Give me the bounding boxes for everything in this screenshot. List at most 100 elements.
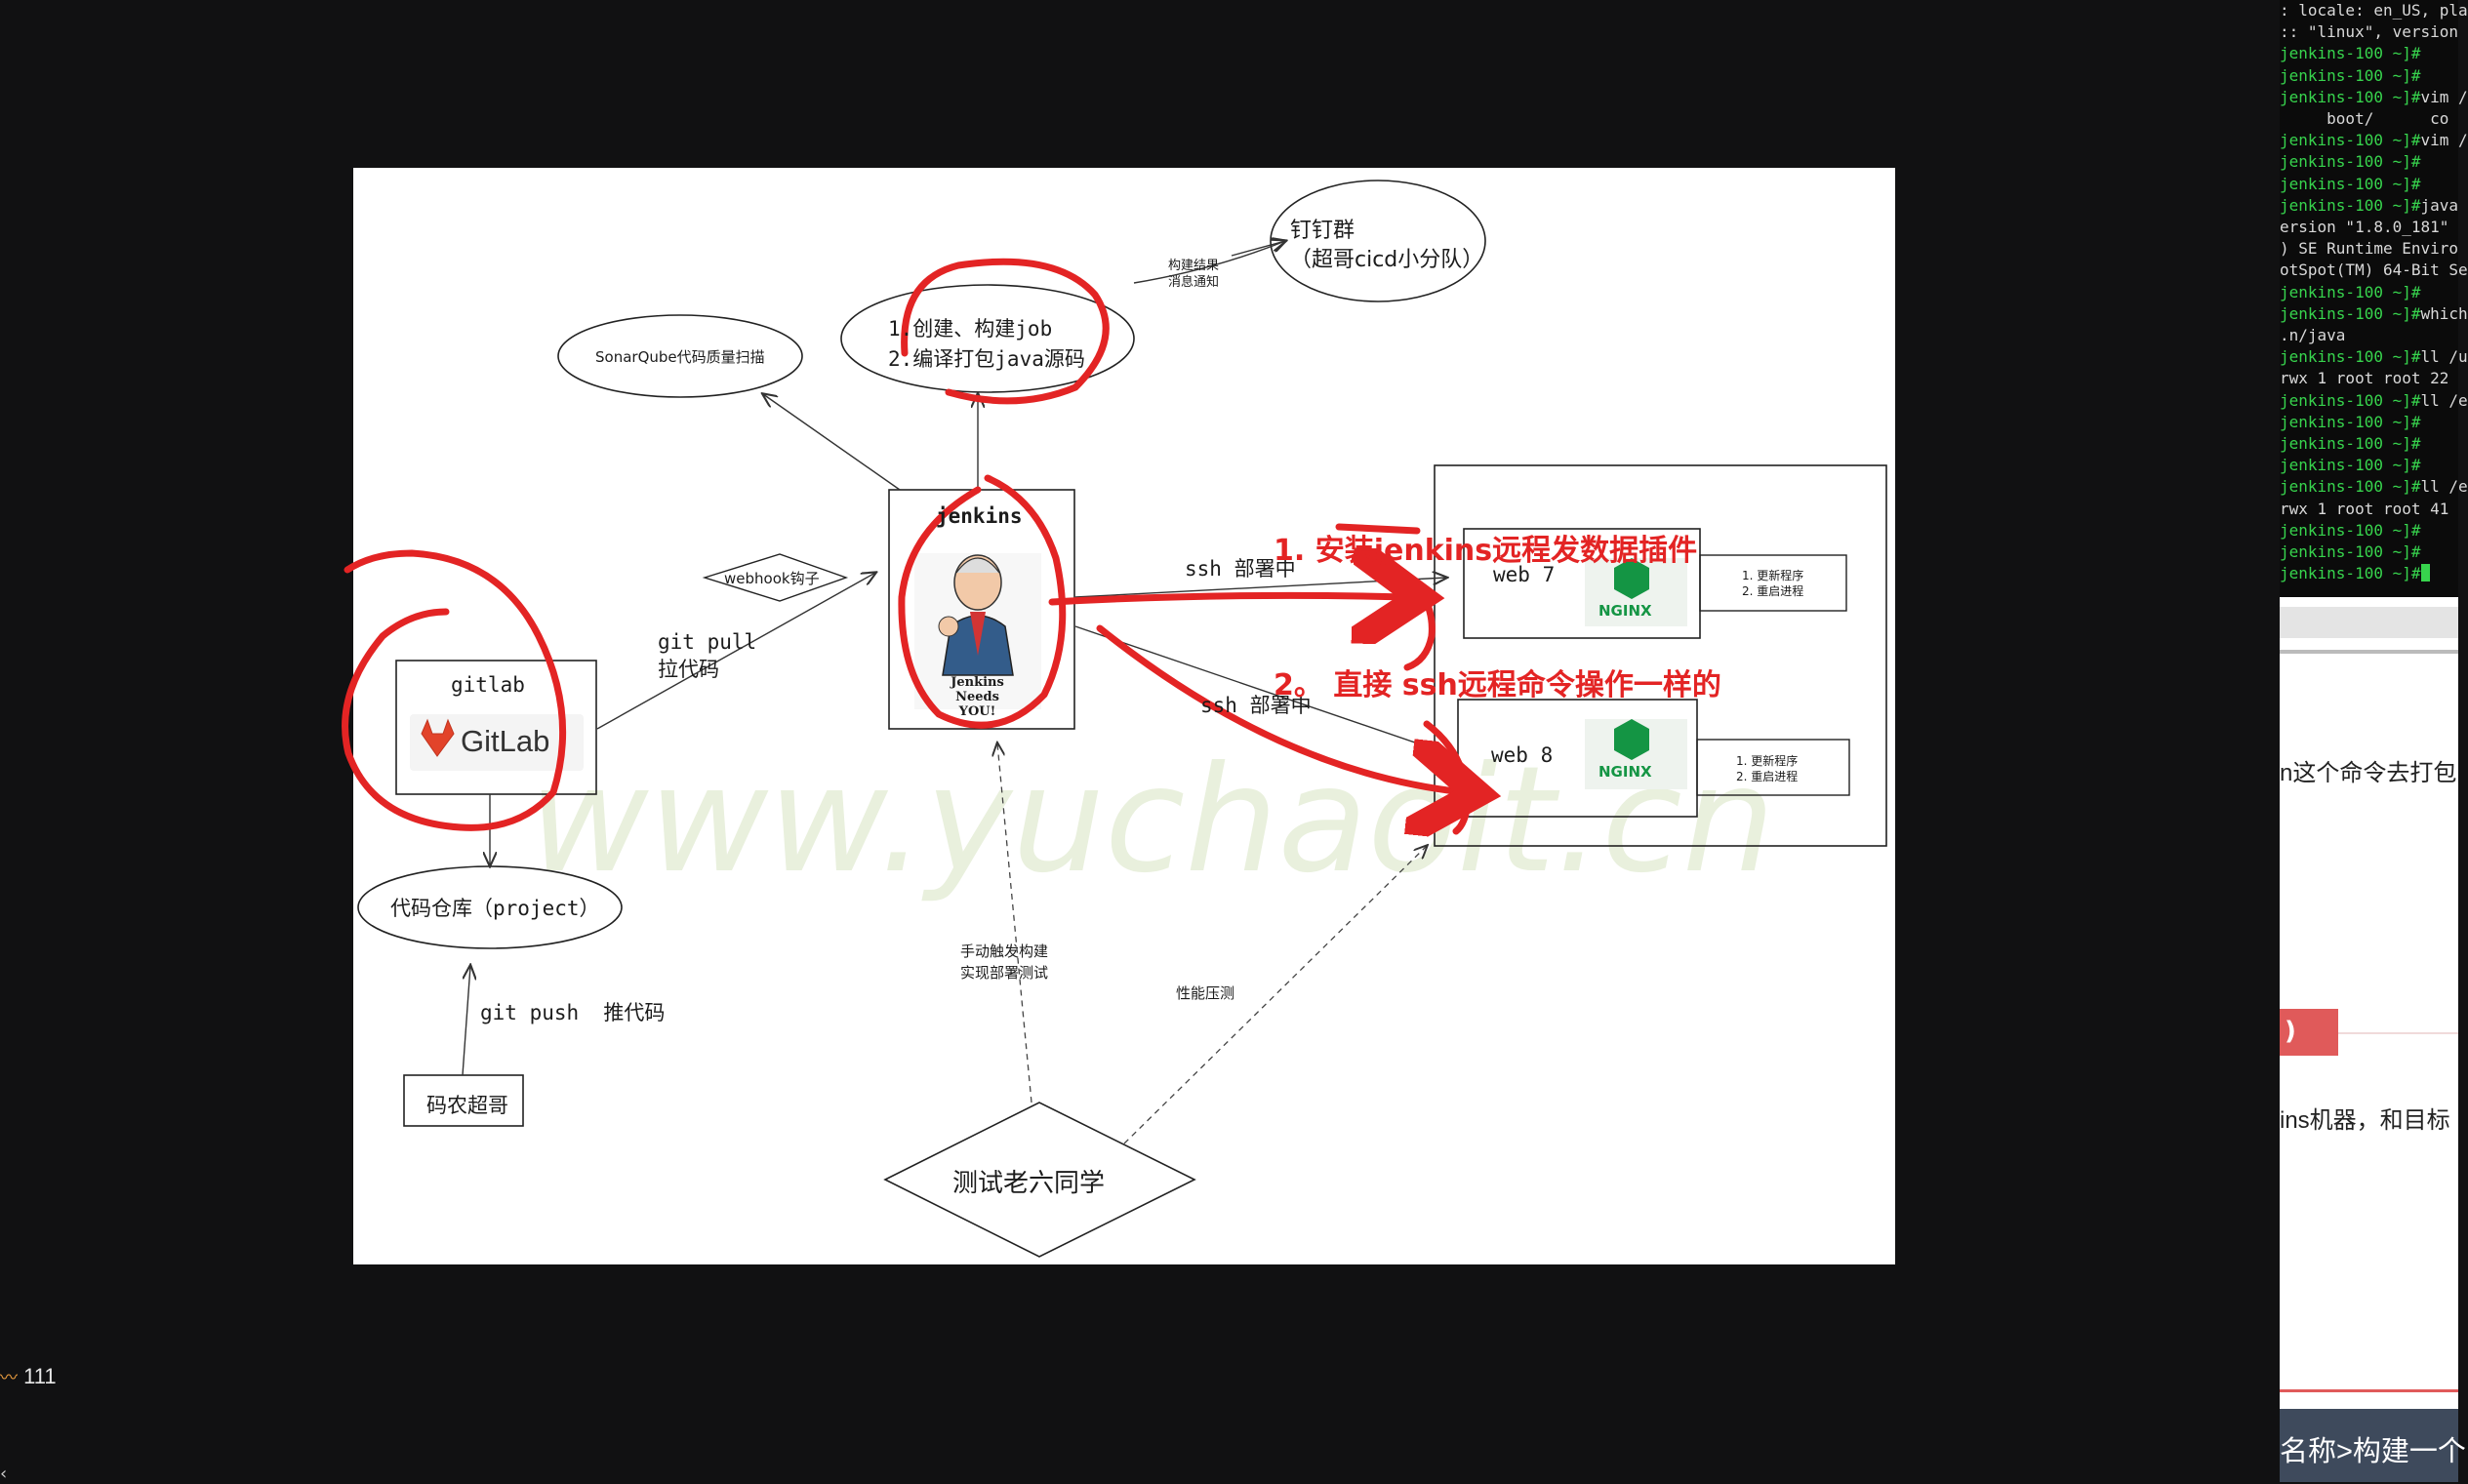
terminal-prompt: jenkins-100 ~]#	[2280, 131, 2421, 150]
terminal-prompt: jenkins-100 ~]#	[2280, 564, 2421, 583]
terminal-text: boot/ co	[2280, 109, 2449, 129]
gitlab-logo-text: GitLab	[461, 724, 550, 758]
terminal-prompt: jenkins-100 ~]#	[2280, 152, 2421, 172]
web7-tasks	[1699, 554, 1847, 612]
manual-trigger-label: 手动触发构建 实现部署测试	[960, 941, 1048, 983]
terminal-line: jenkins-100 ~]#ll /e	[2280, 390, 2468, 412]
terminal-text: ll /u	[2420, 347, 2468, 367]
terminal-line: boot/ co	[2280, 108, 2458, 130]
status-count: 111	[23, 1364, 57, 1388]
watermark: www.yuchaoit.cn	[529, 736, 1775, 905]
terminal-line: jenkins-100 ~]#	[2280, 541, 2458, 563]
terminal-prompt: jenkins-100 ~]#	[2280, 195, 2421, 215]
build-task-2: 2.编译打包java源码	[888, 347, 1085, 371]
terminal-text: rwx 1 root root 22	[2280, 369, 2449, 388]
terminal-text: .n/java	[2280, 326, 2346, 345]
ssh-deploy-label-1: ssh 部署中	[1185, 557, 1296, 581]
terminal-line: jenkins-100 ~]#vim /	[2280, 130, 2468, 151]
terminal-text: vim /	[2420, 87, 2468, 106]
document-pane[interactable]: n这个命令去打包 ) ins机器，和目标 名称>构建一个	[2280, 597, 2466, 1482]
terminal-prompt: jenkins-100 ~]#	[2280, 520, 2421, 540]
terminal-prompt: jenkins-100 ~]#	[2280, 174, 2421, 193]
web8-label: web 8	[1491, 743, 1554, 767]
terminal-line: jenkins-100 ~]#	[2280, 282, 2458, 303]
terminal-prompt: jenkins-100 ~]#	[2280, 87, 2421, 106]
notify-line1: 构建结果	[1168, 259, 1220, 273]
server-group	[1434, 464, 1887, 847]
terminal-line: jenkins-100 ~]#	[2280, 433, 2458, 455]
terminal-line: jenkins-100 ~]#	[2280, 43, 2458, 64]
gitlab-title: gitlab	[451, 673, 525, 697]
manual-trigger-line1: 手动触发构建	[960, 943, 1049, 960]
build-tasks-label: 1.创建、构建job 2.编译打包java源码	[888, 314, 1085, 375]
sonarqube-node	[557, 314, 803, 398]
web8-task-list: 1. 更新程序 2. 重启进程	[1736, 753, 1798, 784]
terminal-line: jenkins-100 ~]#ll /u	[2280, 346, 2468, 368]
terminal-text: ersion "1.8.0_181"	[2280, 218, 2449, 237]
doc-divider	[2280, 650, 2458, 654]
tester-node	[883, 1102, 1196, 1258]
annotation-line1: 1. 安装jenkins远程发数据插件	[1274, 534, 1698, 568]
terminal-line: ersion "1.8.0_181"	[2280, 217, 2458, 238]
dingtalk-line1: 钉钉群	[1290, 219, 1355, 243]
load-test-label: 性能压测	[1176, 984, 1235, 1002]
architecture-diagram: www.yuchaoit.cn	[342, 168, 1895, 1264]
jenkins-title: jenkins	[936, 504, 1023, 528]
doc-footer-bar: 名称>构建一个	[2280, 1409, 2466, 1482]
doc-text-2: ins机器，和目标	[2280, 1107, 2450, 1134]
terminal-line: :: "linux", version	[2280, 21, 2458, 43]
terminal-prompt: jenkins-100 ~]#	[2280, 65, 2421, 85]
web7-label: web 7	[1493, 563, 1556, 586]
dingtalk-line2: （超哥cicd小分队）	[1290, 248, 1484, 272]
git-pull-label: git pull 拉代码	[658, 628, 756, 683]
ssh-deploy-label-2: ssh 部署中	[1200, 694, 1312, 717]
terminal-line: .n/java	[2280, 325, 2458, 346]
webhook-label: webhook钩子	[724, 570, 820, 587]
git-push-label: git push 推代码	[480, 1001, 666, 1024]
doc-heading-badge: )	[2280, 1009, 2338, 1056]
notify-edge-label: 构建结果 消息通知	[1168, 258, 1219, 291]
status-bar: 〰 111	[0, 1364, 57, 1403]
repo-label: 代码仓库（project）	[390, 897, 600, 920]
terminal-text: vim /	[2420, 131, 2468, 150]
nginx-logo-web7	[1585, 558, 1687, 626]
build-tasks-node	[840, 284, 1135, 393]
gitlab-logo	[410, 714, 584, 771]
terminal-line: jenkins-100 ~]#ll /e	[2280, 476, 2468, 498]
chevron-left-icon[interactable]: ‹	[0, 1464, 8, 1484]
terminal-line: jenkins-100 ~]#	[2280, 563, 2458, 584]
terminal-line: rwx 1 root root 41	[2280, 499, 2458, 520]
terminal-line: jenkins-100 ~]#	[2280, 455, 2458, 476]
terminal-line: ) SE Runtime Enviro	[2280, 238, 2458, 260]
jenkins-node	[888, 489, 1075, 730]
terminal-line: : locale: en_US, pla	[2280, 0, 2468, 21]
terminal-line: jenkins-100 ~]#java	[2280, 195, 2458, 217]
terminal-line: rwx 1 root root 22	[2280, 368, 2458, 389]
signal-icon: 〰	[0, 1368, 18, 1387]
nginx-logo-web8	[1585, 719, 1687, 789]
manual-trigger-line2: 实现部署测试	[960, 964, 1049, 982]
terminal-prompt: jenkins-100 ~]#	[2280, 434, 2421, 454]
git-pull-line1: git pull	[658, 630, 757, 654]
terminal-prompt: jenkins-100 ~]#	[2280, 542, 2421, 562]
terminal-line: otSpot(TM) 64-Bit Se	[2280, 260, 2468, 281]
git-pull-line2: 拉代码	[658, 658, 719, 681]
terminal-prompt: jenkins-100 ~]#	[2280, 412, 2421, 431]
red-annotations	[342, 258, 1468, 831]
doc-heading-line	[2338, 1032, 2458, 1034]
terminal-text: ) SE Runtime Enviro	[2280, 239, 2459, 259]
doc-footer-text: 名称>构建一个	[2280, 1436, 2466, 1467]
terminal-prompt: jenkins-100 ~]#	[2280, 347, 2421, 367]
doc-badge-text: )	[2285, 1017, 2296, 1046]
terminal-line: jenkins-100 ~]#which	[2280, 303, 2468, 325]
webhook-diamond	[702, 553, 849, 602]
terminal-prompt: jenkins-100 ~]#	[2280, 44, 2421, 63]
doc-text-1: n这个命令去打包	[2280, 760, 2457, 786]
terminal-prompt: jenkins-100 ~]#	[2280, 390, 2421, 410]
diagram-shapes: www.yuchaoit.cn	[342, 180, 1887, 1258]
terminal-prompt: jenkins-100 ~]#	[2280, 303, 2421, 323]
web8-tasks	[1696, 739, 1850, 796]
annotation-line2: 2。 直接 ssh远程命令操作一样的	[1274, 668, 1721, 702]
doc-toolbar	[2280, 607, 2458, 638]
